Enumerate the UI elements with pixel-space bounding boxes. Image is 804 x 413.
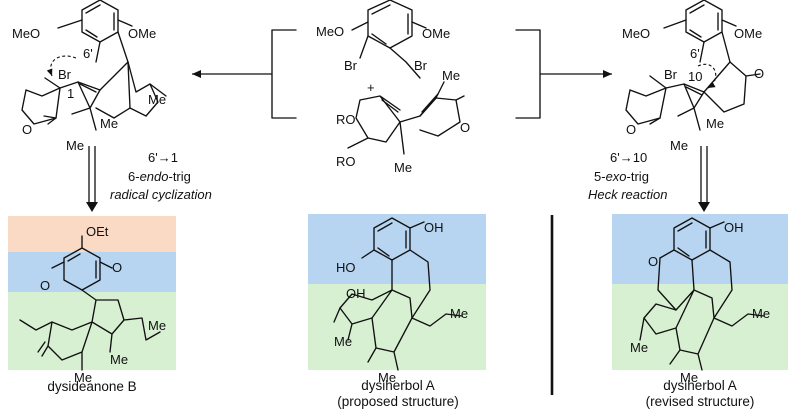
band-orange bbox=[8, 216, 176, 252]
position-10-label: 10 bbox=[688, 69, 702, 84]
ome-left-label: MeO bbox=[622, 26, 650, 41]
me-label: Me bbox=[148, 92, 166, 107]
oxo-label: O bbox=[754, 66, 764, 81]
proposed-dysiherbol-structure: OH HO OH Me Me Me dysiherbol A (proposed… bbox=[333, 217, 468, 409]
arrow-down-right bbox=[698, 146, 710, 212]
band-green bbox=[308, 284, 486, 370]
me-label: Me bbox=[442, 68, 460, 83]
me-label: Me bbox=[752, 306, 770, 321]
ome-right-label: OMe bbox=[422, 26, 450, 41]
step-direction: 6'→1 bbox=[148, 150, 178, 165]
caption-name: dysiherbol A bbox=[663, 378, 737, 393]
plus-sign: + bbox=[367, 80, 375, 95]
caption-note: (revised structure) bbox=[646, 394, 755, 409]
step-mode: 6-endo-trig bbox=[128, 169, 191, 184]
step-mode: 5-exo-trig bbox=[594, 169, 649, 184]
ho-label: HO bbox=[336, 260, 356, 275]
me-label: Me bbox=[706, 116, 724, 131]
br-label: Br bbox=[58, 67, 72, 82]
oet-label: OEt bbox=[86, 224, 109, 239]
me-label: Me bbox=[378, 370, 396, 385]
ro-label: RO bbox=[336, 154, 356, 169]
dysideanone-b-structure: OEt O O Me Me Me bbox=[19, 224, 166, 385]
me-label: Me bbox=[630, 340, 648, 355]
revised-dysiherbol-structure: OH O Me Me Me dysiherbol A (revised stru… bbox=[630, 217, 770, 409]
band-blue bbox=[8, 252, 176, 292]
oh-label: OH bbox=[424, 220, 444, 235]
me-label: Me bbox=[670, 138, 688, 153]
ome-right-label: OMe bbox=[128, 26, 156, 41]
br-label: Br bbox=[664, 67, 678, 82]
ome-left-label: MeO bbox=[12, 26, 40, 41]
band-green bbox=[8, 292, 176, 370]
me-label: Me bbox=[110, 352, 128, 367]
oxo-label: O bbox=[40, 278, 50, 293]
right-intermediate: MeO OMe 6' Br 10 O O Me Me bbox=[622, 0, 764, 153]
ro-label: RO bbox=[336, 112, 356, 127]
proposed-bands bbox=[308, 214, 486, 370]
band-green bbox=[612, 284, 788, 370]
step-reaction: radical cyclization bbox=[110, 187, 212, 202]
ring-position-label: 6' bbox=[690, 46, 700, 61]
me-label: Me bbox=[450, 306, 468, 321]
position-1-label: 1 bbox=[67, 86, 74, 101]
left-intermediate: MeO OMe 6' Br 1 O Me Me Me bbox=[12, 0, 167, 153]
reagent-brackets bbox=[271, 29, 541, 119]
me-label: Me bbox=[394, 160, 412, 175]
ome-right-label: OMe bbox=[734, 26, 762, 41]
me-label: Me bbox=[100, 116, 118, 131]
oxo-label: O bbox=[112, 260, 122, 275]
right-step-conditions: 6'→10 5-exo-trig Heck reaction bbox=[588, 150, 667, 202]
br-label: Br bbox=[344, 58, 358, 73]
band-blue bbox=[308, 214, 486, 284]
ring-position-label: 6' bbox=[83, 46, 93, 61]
band-blue bbox=[612, 214, 788, 284]
oxo-label: O bbox=[22, 122, 32, 137]
br-label: Br bbox=[414, 58, 428, 73]
dysideanone-bands bbox=[8, 216, 176, 370]
caption-name: dysideanone B bbox=[47, 379, 136, 394]
caption-name: dysiherbol A bbox=[361, 378, 435, 393]
me-label: Me bbox=[680, 370, 698, 385]
oxo-label: O bbox=[626, 122, 636, 137]
step-reaction: Heck reaction bbox=[588, 187, 667, 202]
left-step-conditions: 6'→1 6-endo-trig radical cyclization bbox=[110, 150, 212, 202]
me-label: Me bbox=[66, 138, 84, 153]
ether-o-label: O bbox=[648, 254, 658, 269]
center-reagent: MeO OMe Br Br + RO RO O Me Me bbox=[316, 0, 470, 175]
oh-label: OH bbox=[346, 286, 366, 301]
revised-bands bbox=[612, 214, 788, 370]
caption-note: (proposed structure) bbox=[337, 394, 459, 409]
step-direction: 6'→10 bbox=[610, 150, 647, 165]
me-label: Me bbox=[334, 334, 352, 349]
oh-label: OH bbox=[724, 220, 744, 235]
ome-left-label: MeO bbox=[316, 24, 344, 39]
me-label: Me bbox=[74, 370, 92, 385]
arrow-down-left bbox=[86, 146, 98, 212]
oxo-label: O bbox=[460, 120, 470, 135]
me-label: Me bbox=[148, 318, 166, 333]
